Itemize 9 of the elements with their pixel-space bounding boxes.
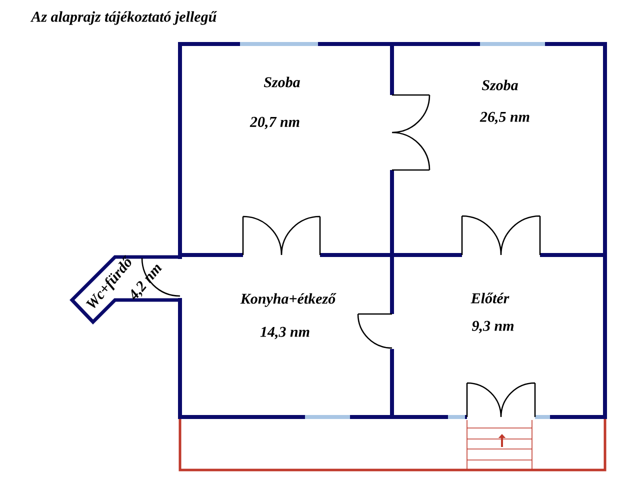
room-area: 9,3 nm [472,320,514,334]
room-area: 20,7 nm [250,116,300,130]
room-area: 14,3 nm [260,326,310,340]
room-area: 26,5 nm [480,112,530,124]
title: Az alaprajz tájékoztató jellegű [30,11,218,25]
room-name: Szoba [264,76,300,88]
room-name: Előtér [470,292,510,304]
room-name: Szoba [482,80,518,90]
room-name: Konyha+étkező [240,293,336,307]
